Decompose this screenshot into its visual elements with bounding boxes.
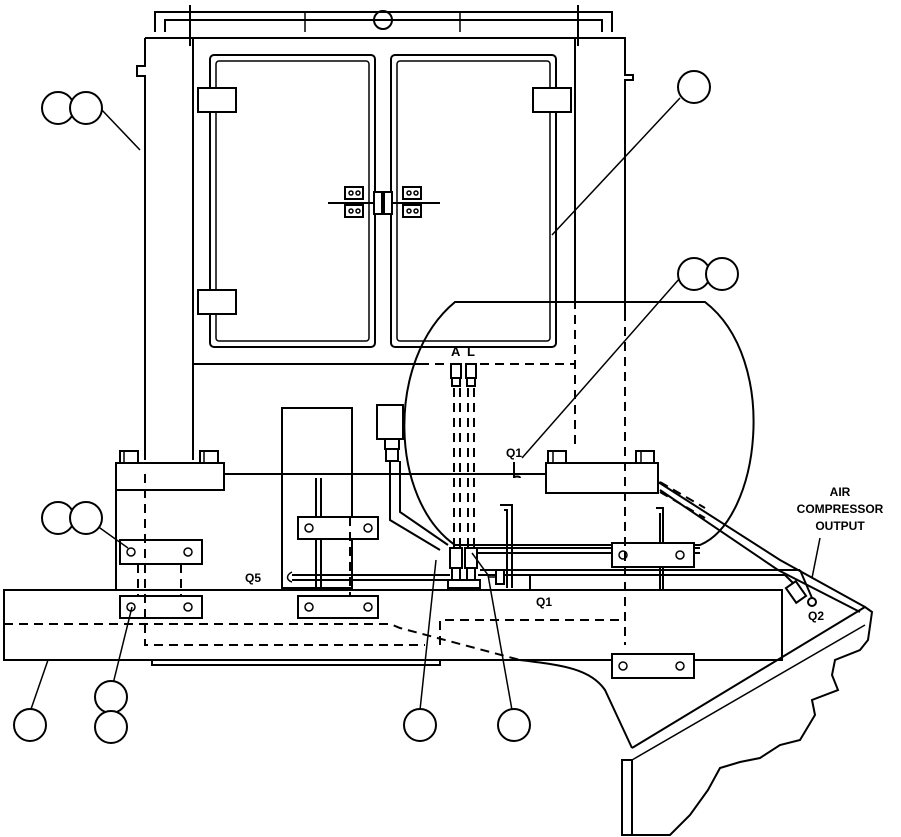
brackets	[119, 516, 695, 679]
platform-edge	[151, 605, 874, 836]
air-tank	[403, 301, 755, 546]
door-latch	[328, 186, 440, 218]
small-fitting	[489, 569, 505, 585]
q2-fitting	[784, 579, 817, 607]
callout-circle	[69, 501, 103, 535]
hidden-lines	[144, 300, 658, 646]
solenoid-valve	[376, 404, 449, 551]
cabinet-body	[136, 5, 634, 460]
label-l: L	[467, 344, 475, 359]
right-door	[390, 54, 572, 348]
label-q1-upper: Q1	[506, 446, 522, 460]
callout-circle	[94, 710, 128, 744]
leader-lines	[29, 97, 821, 713]
callout-circle	[13, 708, 47, 742]
crossmember-plate	[115, 450, 575, 491]
q5-fitting	[286, 571, 293, 583]
callout-circle	[705, 257, 739, 291]
left-door	[197, 54, 376, 348]
label-a: A	[451, 344, 461, 359]
frame-rail	[3, 589, 783, 661]
callout-circle	[497, 708, 531, 742]
q1-upper-fitting	[513, 462, 521, 479]
fittings-a-l	[447, 363, 481, 589]
text-labels: A L Q1 Q1 Q5 Q2 AIR COMPRESSOR OUTPUT	[245, 344, 884, 623]
label-q5: Q5	[245, 571, 261, 585]
callout-circle	[69, 91, 103, 125]
callout-circles	[13, 70, 739, 744]
label-air-compressor-2: COMPRESSOR	[797, 502, 884, 516]
label-air-compressor-3: OUTPUT	[815, 519, 865, 533]
callout-circle	[403, 708, 437, 742]
tank-strap	[545, 450, 659, 494]
callout-circle	[94, 680, 128, 714]
label-q2: Q2	[808, 609, 824, 623]
label-air-compressor-1: AIR	[830, 485, 851, 499]
callout-circle	[677, 70, 711, 104]
label-q1-lower: Q1	[536, 595, 552, 609]
